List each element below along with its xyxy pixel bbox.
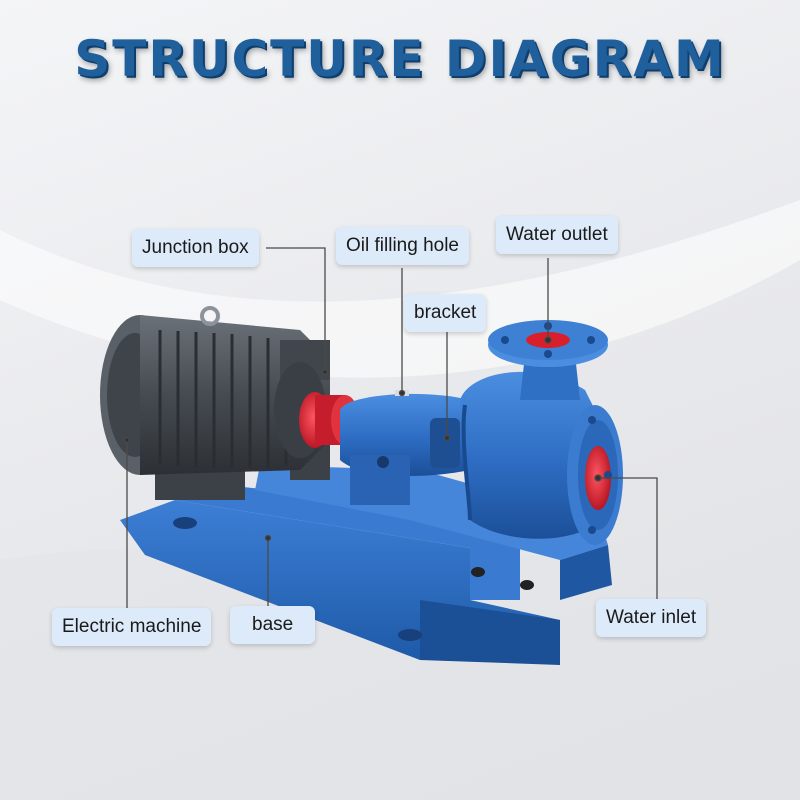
leader-junction-box	[266, 247, 326, 372]
label-electric-machine: Electric machine	[52, 608, 212, 646]
base-frame	[120, 465, 612, 665]
label-water-inlet: Water inlet	[596, 599, 707, 637]
electric-motor	[100, 306, 330, 500]
leader-water-inlet	[598, 477, 658, 604]
bracket-housing	[340, 390, 470, 505]
label-junction-box: Junction box	[132, 229, 259, 267]
label-base: base	[230, 606, 316, 644]
label-oil-filling-hole: Oil filling hole	[336, 227, 469, 265]
label-water-outlet: Water outlet	[496, 216, 618, 254]
pump-volute	[460, 320, 623, 545]
label-bracket: bracket	[404, 294, 487, 332]
leader-lines	[123, 247, 658, 612]
page-title: STRUCTURE DIAGRAM	[74, 30, 726, 88]
